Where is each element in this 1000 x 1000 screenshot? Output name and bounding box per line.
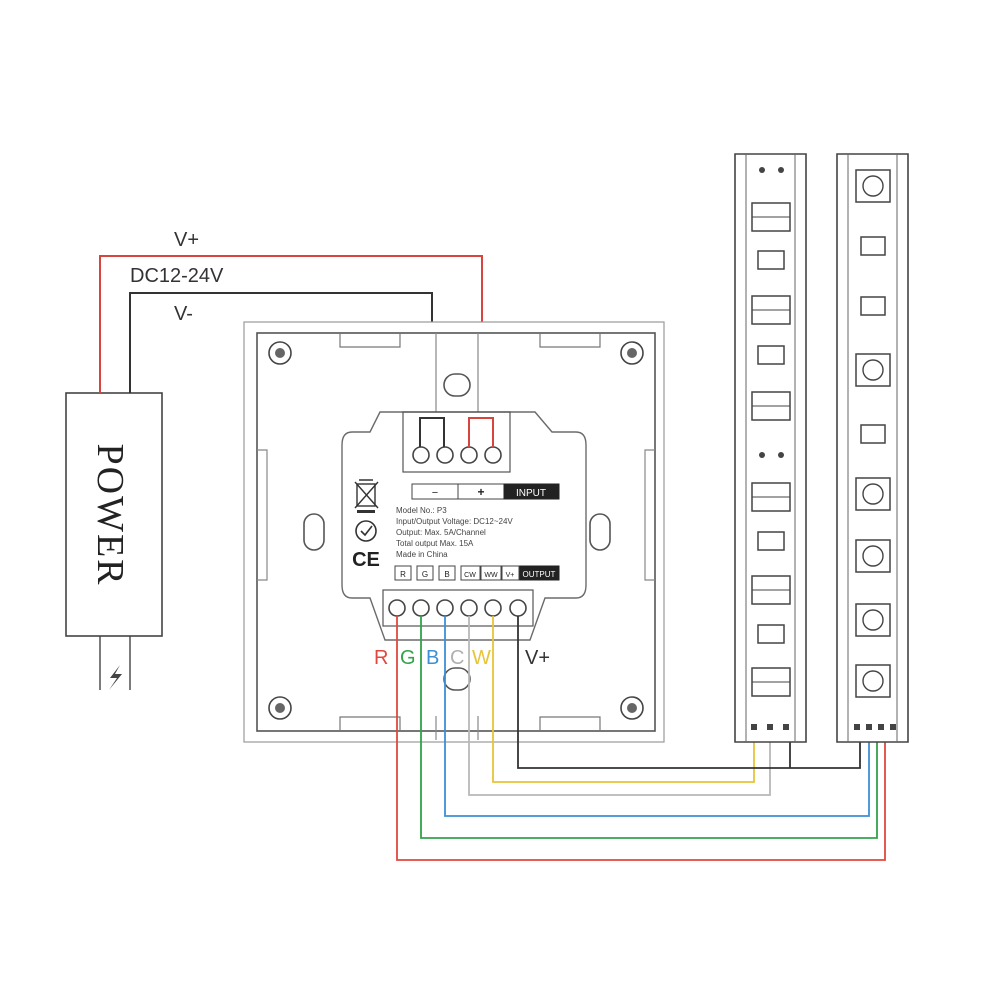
lightning-icon [109, 665, 122, 690]
output-title-label: OUTPUT [523, 570, 556, 579]
output-label-r: R [400, 570, 406, 579]
info-total: Total output Max. 15A [396, 539, 474, 548]
info-made-in: Made in China [396, 550, 448, 559]
power-supply: POWER [65, 392, 163, 690]
led-strip-rgb [836, 153, 909, 743]
power-label: POWER [89, 444, 131, 587]
channel-label-w: W [472, 647, 491, 669]
wire-red [396, 616, 886, 861]
led-strip-cct [734, 153, 807, 743]
label-v-plus: V+ [174, 229, 199, 251]
input-plus-label: + [477, 485, 484, 499]
output-label-row: R G B CW WW V+ OUTPUT [394, 565, 560, 581]
screw-bottom-right [620, 696, 644, 720]
output-label-vplus: V+ [506, 572, 515, 579]
channel-label-g: G [400, 647, 416, 669]
resistor-icon [757, 250, 785, 270]
wire-blue [444, 616, 870, 817]
info-output: Output: Max. 5A/Channel [396, 528, 486, 537]
screw-top-right [620, 341, 644, 365]
channel-label-r: R [374, 647, 388, 669]
input-title-label: INPUT [516, 488, 546, 499]
output-label-g: G [422, 570, 428, 579]
output-label-b: B [444, 570, 449, 579]
channel-label-vplus: V+ [525, 647, 550, 669]
wire-cold-white [468, 616, 771, 796]
rgb-chip [855, 169, 891, 203]
info-voltage: Input/Output Voltage: DC12~24V [396, 517, 513, 526]
ce-mark: CE [352, 549, 380, 571]
channel-label-b: B [426, 647, 439, 669]
label-v-minus: V- [174, 303, 193, 325]
led-chip-icon [751, 202, 791, 232]
approval-mark-icon [355, 520, 377, 542]
wire-warm-white [492, 616, 755, 783]
label-dc-voltage: DC12-24V [130, 265, 224, 287]
input-minus-label: − [432, 487, 438, 499]
wire-green [420, 616, 878, 839]
input-label-row: − + INPUT [411, 483, 560, 500]
screw-top-left [268, 341, 292, 365]
output-label-ww: WW [484, 572, 498, 579]
screw-bottom-left [268, 696, 292, 720]
info-model: Model No.: P3 [396, 506, 447, 515]
channel-label-c: C [450, 647, 464, 669]
controller-panel: − + INPUT CE Model No.: P3 Input/Output … [243, 321, 665, 743]
weee-bin-icon [354, 479, 379, 513]
output-label-cw: CW [464, 572, 476, 579]
